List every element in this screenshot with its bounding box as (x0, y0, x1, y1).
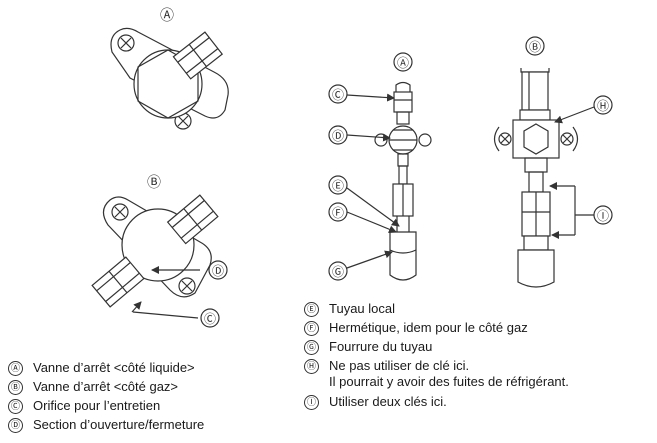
legend-item-g: Ⓖ Fourrure du tuyau (304, 339, 569, 358)
legend-item-c: Ⓒ Orifice pour l’entretien (8, 398, 204, 417)
legend-text: Section d’ouverture/fermeture (33, 417, 205, 432)
legend-marker: Ⓕ (304, 321, 319, 336)
legend-text: Vanne d’arrêt <côté liquide> (33, 360, 195, 375)
svg-text:Ⓕ: Ⓕ (332, 206, 344, 220)
legend-item-f: Ⓕ Hermétique, idem pour le côté gaz (304, 320, 569, 339)
legend-text: Tuyau local (329, 301, 395, 316)
callout-c-top: Ⓒ (204, 312, 216, 326)
legend-text: Fourrure du tuyau (329, 339, 433, 354)
callout-b-top: Ⓑ (147, 174, 161, 190)
legend-marker: Ⓐ (8, 361, 23, 376)
callout-a-top: Ⓐ (160, 7, 174, 23)
legend-marker: Ⓘ (304, 395, 319, 410)
legend-left: Ⓐ Vanne d’arrêt <côté liquide> Ⓑ Vanne d’a… (8, 360, 204, 436)
legend-marker: Ⓓ (8, 418, 23, 433)
legend-item-h: Ⓗ Ne pas utiliser de clé ici.Il pourrait … (304, 358, 569, 394)
svg-text:Ⓓ: Ⓓ (332, 129, 344, 143)
legend-marker: Ⓒ (8, 399, 23, 414)
svg-text:Ⓒ: Ⓒ (332, 88, 344, 102)
legend-item-i: Ⓘ Utiliser deux clés ici. (304, 394, 569, 413)
legend-text: Vanne d’arrêt <côté gaz> (33, 379, 179, 394)
legend-item-b: Ⓑ Vanne d’arrêt <côté gaz> (8, 379, 204, 398)
svg-text:Ⓑ: Ⓑ (529, 40, 541, 54)
svg-text:Ⓐ: Ⓐ (397, 56, 409, 70)
callout-d-top: Ⓓ (212, 264, 224, 278)
legend-text: Utiliser deux clés ici. (329, 394, 447, 409)
gas-valve-side-view: Ⓑ Ⓗ Ⓘ (493, 36, 613, 288)
legend-text: Orifice pour l’entretien (33, 398, 161, 413)
gas-valve-top-view: Ⓑ Ⓓ Ⓒ (91, 174, 228, 328)
legend-marker: Ⓑ (8, 380, 23, 395)
legend-text-line2: Il pourrait y avoir des fuites de réfrig… (329, 374, 569, 389)
legend-item-a: Ⓐ Vanne d’arrêt <côté liquide> (8, 360, 204, 379)
liquid-valve-side-view: Ⓐ Ⓒ Ⓓ Ⓔ Ⓕ Ⓖ (328, 52, 432, 281)
liquid-valve-top-view: Ⓐ (110, 7, 229, 130)
svg-text:Ⓗ: Ⓗ (597, 99, 609, 113)
legend-text: Ne pas utiliser de clé ici. (329, 358, 470, 373)
legend-item-d: Ⓓ Section d’ouverture/fermeture (8, 417, 204, 436)
legend-item-e: Ⓔ Tuyau local (304, 301, 569, 320)
svg-text:Ⓘ: Ⓘ (597, 209, 609, 223)
svg-text:Ⓖ: Ⓖ (332, 265, 344, 279)
legend-right: Ⓔ Tuyau local Ⓕ Hermétique, idem pour le c… (304, 301, 569, 413)
legend-marker: Ⓖ (304, 340, 319, 355)
legend-text: Hermétique, idem pour le côté gaz (329, 320, 528, 335)
legend-marker: Ⓔ (304, 302, 319, 317)
svg-text:Ⓔ: Ⓔ (332, 179, 344, 193)
legend-marker: Ⓗ (304, 359, 319, 374)
